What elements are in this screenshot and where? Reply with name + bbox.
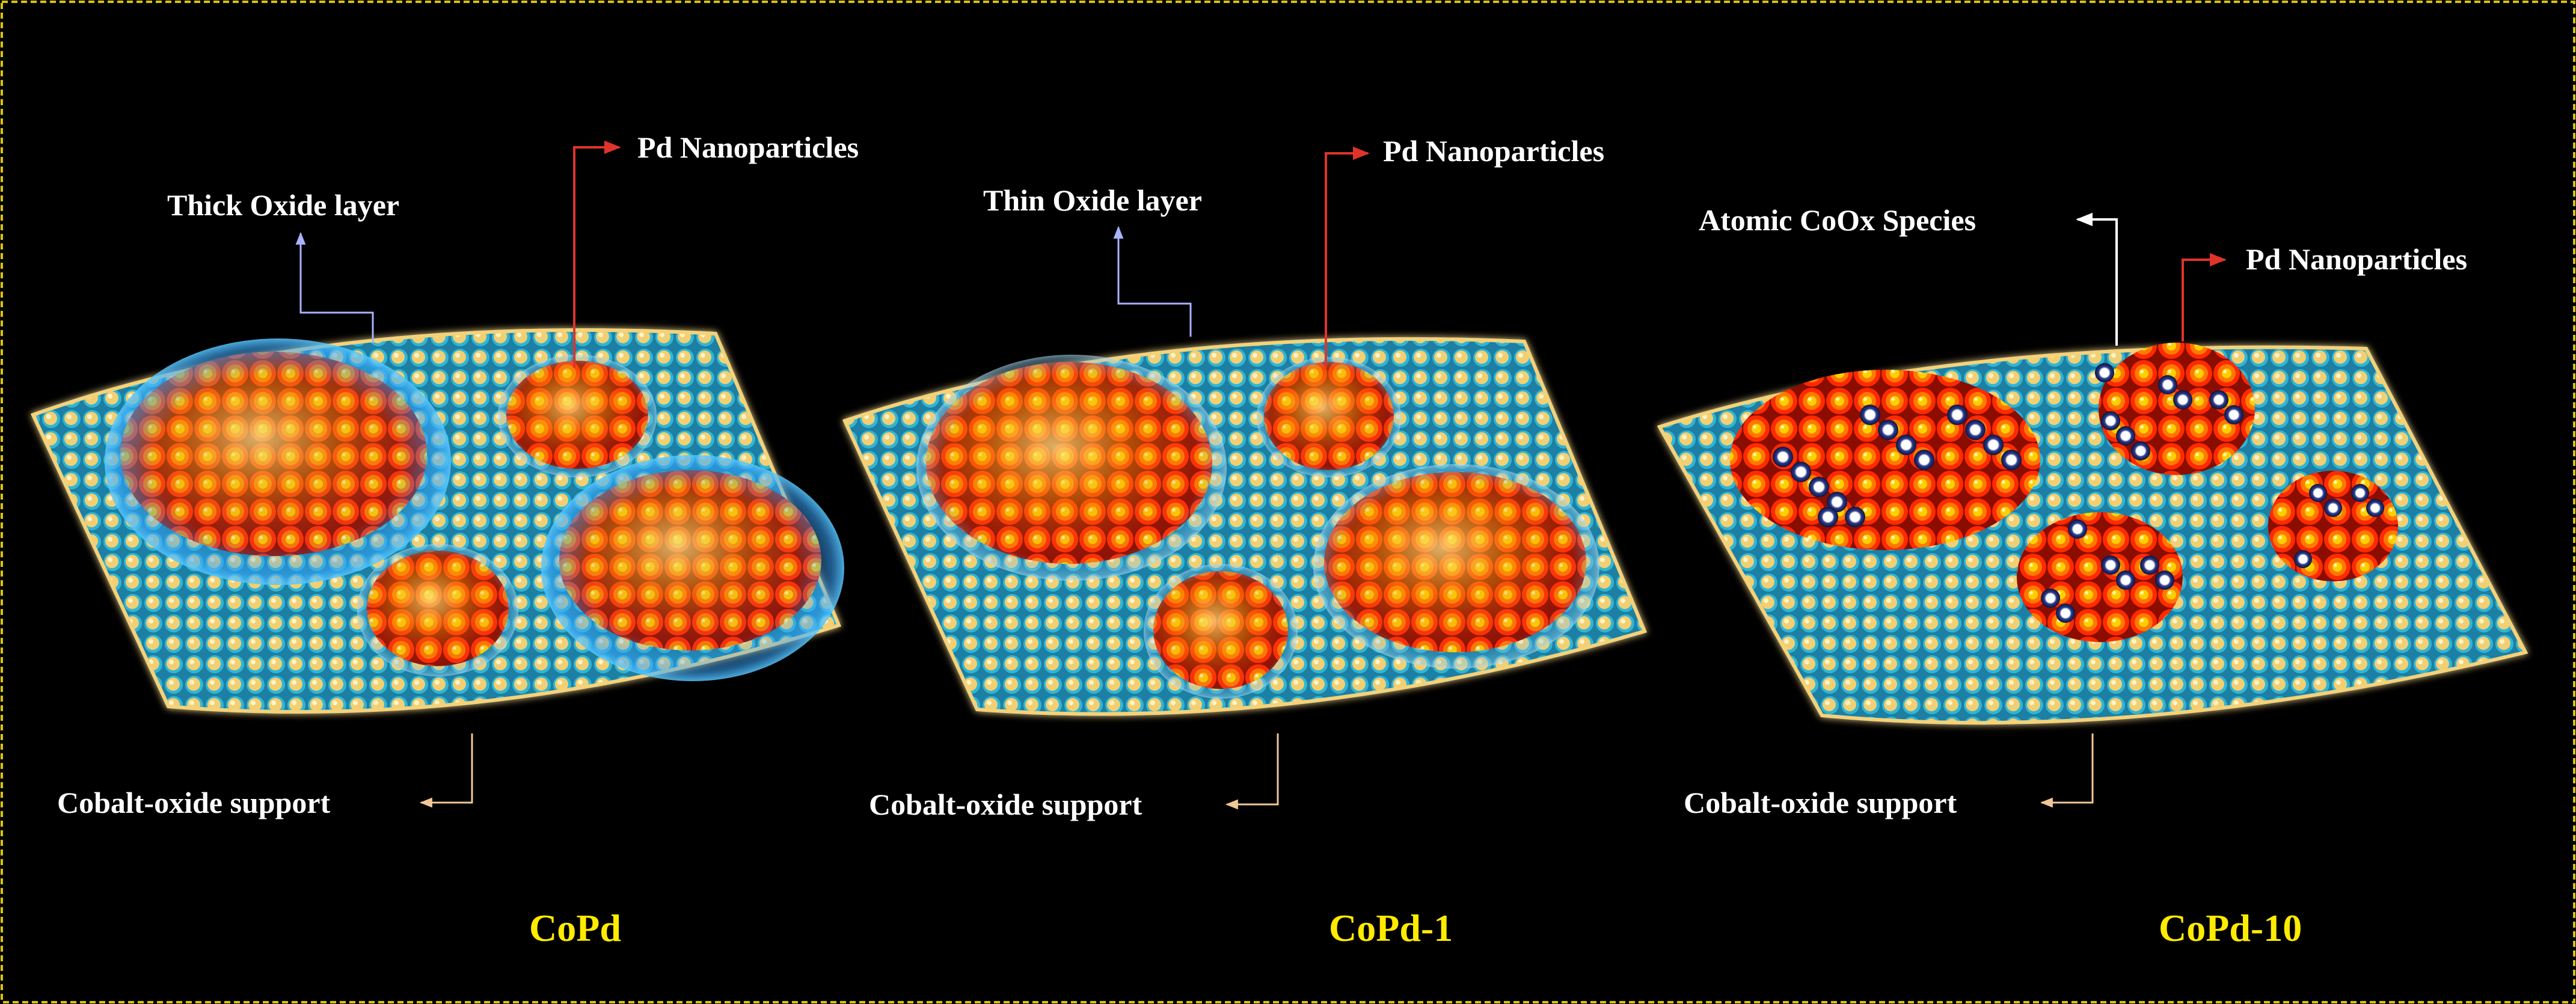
caption-copd: CoPd <box>529 907 621 949</box>
pd-nanoparticle-small-right <box>2268 471 2398 581</box>
caption-copd-10: CoPd-10 <box>2159 907 2302 949</box>
pd-nanoparticle-large-left <box>916 355 1227 581</box>
atomic-coox-species-cluster <box>2294 484 2384 568</box>
label-pd-nanoparticles: Pd Nanoparticles <box>1383 134 1604 168</box>
label-atomic-coox-species: Atomic CoOx Species <box>1699 203 1976 237</box>
pd-nanoparticle-small-bottom <box>2017 512 2183 642</box>
label-cobalt-oxide-support: Cobalt-oxide support <box>1684 786 1957 819</box>
thin-oxide-shell <box>1313 464 1599 669</box>
label-thick-oxide-layer: Thick Oxide layer <box>167 188 399 222</box>
pd-nanoparticle-small-top <box>1257 357 1401 477</box>
leader-pd <box>573 140 621 368</box>
pd-nanoparticle-small-bottom <box>1144 564 1298 699</box>
pd-nanoparticle-large-left <box>105 338 451 585</box>
thin-oxide-shell <box>916 355 1227 581</box>
atomic-coox-species-cluster <box>2041 519 2174 623</box>
leader-pd <box>1325 146 1370 368</box>
atomic-coox-species-cluster <box>1773 405 2022 527</box>
pd-nanoparticle-small-top <box>498 355 657 477</box>
label-cobalt-oxide-support: Cobalt-oxide support <box>869 788 1142 821</box>
thick-oxide-shell <box>105 338 451 585</box>
pd-nanoparticle-large-right <box>1313 464 1599 669</box>
panel-copd-10: Atomic CoOx Species Pd Nanoparticles Cob… <box>1657 203 2528 949</box>
leader-oxide <box>295 231 374 343</box>
panel-copd: Thick Oxide layer Pd Nanoparticles Cobal… <box>30 130 859 949</box>
leader-support <box>419 733 473 808</box>
pd-nanoparticle-large-right <box>541 455 844 681</box>
atomic-coox-species-cluster <box>2095 363 2243 461</box>
leader-support <box>1225 733 1279 810</box>
label-pd-nanoparticles: Pd Nanoparticles <box>637 130 859 164</box>
label-pd-nanoparticles: Pd Nanoparticles <box>2246 242 2467 276</box>
pd-nanoparticle-small-top <box>2095 343 2255 475</box>
label-cobalt-oxide-support: Cobalt-oxide support <box>57 786 331 819</box>
caption-copd-1: CoPd-1 <box>1329 907 1453 949</box>
panel-copd-1: Thin Oxide layer Pd Nanoparticles Cobalt… <box>842 134 1648 949</box>
label-thin-oxide-layer: Thin Oxide layer <box>983 183 1202 217</box>
leader-pd <box>2182 253 2227 341</box>
thick-oxide-shell <box>541 455 844 681</box>
leader-oxide <box>1113 225 1192 337</box>
leader-atomic-coox <box>2076 212 2118 346</box>
leader-support <box>2040 733 2094 808</box>
pd-nanoparticle-large-left <box>1730 370 2040 550</box>
pd-nanoparticle-small-bottom <box>357 544 518 676</box>
